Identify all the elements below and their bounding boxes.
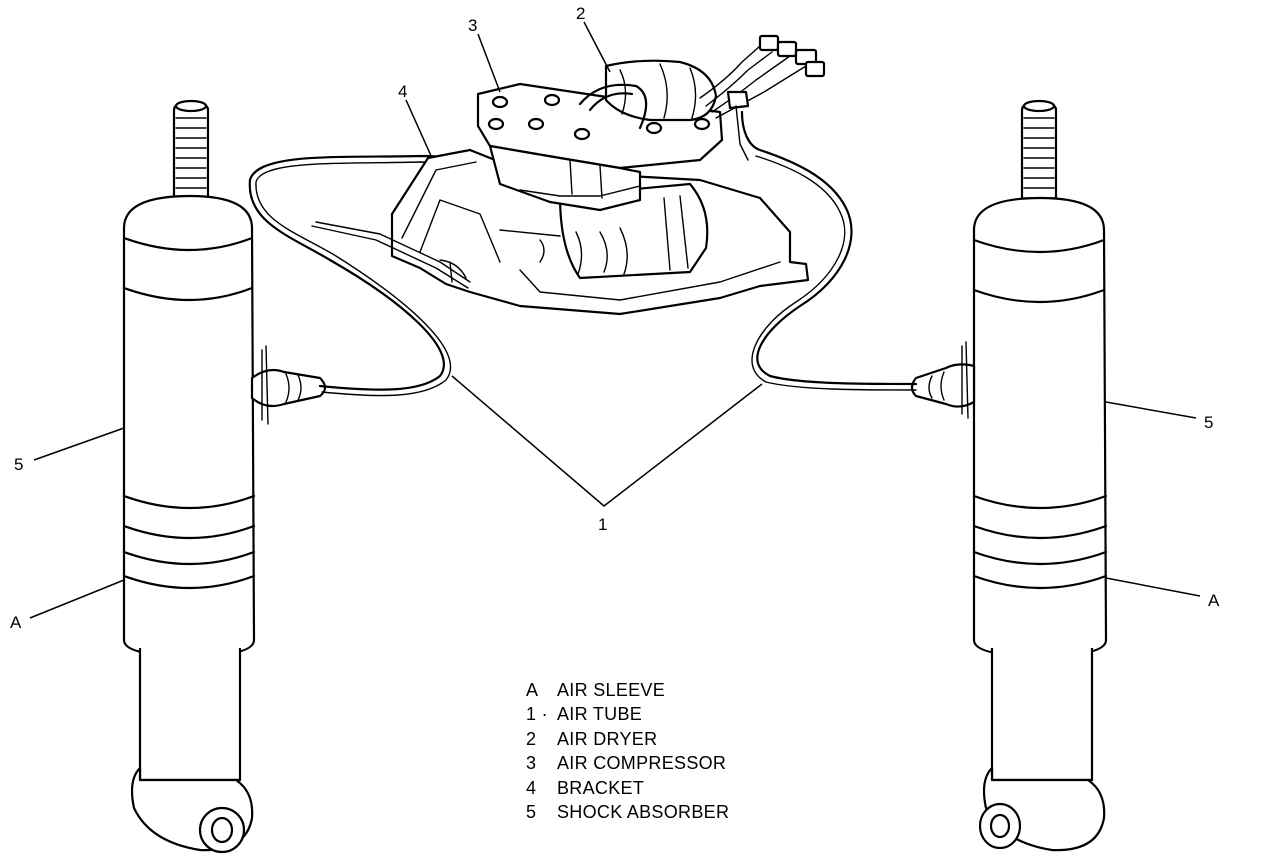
legend-label: AIR DRYER [557, 728, 658, 749]
left-air-sleeve [122, 494, 256, 590]
right-shock-absorber [910, 99, 1108, 852]
callout-2: 2 [576, 4, 585, 23]
callout-1: 1 [598, 515, 607, 534]
leader-a-left [29, 579, 125, 619]
leader-3 [477, 33, 501, 93]
air-dryer [578, 59, 718, 130]
legend-item: 1 · AIR TUBE [526, 702, 729, 726]
legend-label: BRACKET [557, 777, 645, 798]
legend-label: AIR COMPRESSOR [557, 753, 727, 774]
right-air-fitting [910, 341, 976, 419]
legend-key: 5 [526, 802, 537, 823]
callout-4: 4 [398, 82, 407, 101]
legend-item: 2 AIR DRYER [526, 727, 729, 751]
leader-2 [583, 21, 611, 73]
wiring-harness [699, 34, 826, 161]
callout-5-left: 5 [14, 455, 23, 474]
callout-3: 3 [468, 16, 477, 35]
right-shock-eye [978, 766, 1106, 852]
legend-key: 1 · [526, 704, 548, 725]
leader-5-left [33, 427, 125, 461]
air-tubes [248, 110, 918, 397]
right-air-sleeve [972, 494, 1108, 590]
legend-item: 3 AIR COMPRESSOR [526, 751, 729, 775]
left-shock-absorber [122, 99, 327, 854]
legend-item: 4 BRACKET [526, 776, 729, 800]
air-compressor-assembly [311, 34, 826, 316]
legend-label: AIR SLEEVE [557, 680, 666, 700]
legend-label: SHOCK ABSORBER [557, 802, 730, 823]
legend-key: A [526, 680, 539, 700]
compressor-bolts [487, 93, 711, 141]
leader-1 [451, 375, 763, 507]
legend-item: A AIR SLEEVE [526, 678, 729, 702]
parts-legend: A AIR SLEEVE 1 · AIR TUBE 2 AIR DRYER 3 … [526, 678, 729, 824]
left-shock-eye [130, 766, 254, 854]
leader-lines [29, 21, 1201, 619]
legend-item: 5 SHOCK ABSORBER [526, 800, 729, 824]
legend-key: 3 [526, 753, 537, 774]
legend-label: AIR TUBE [557, 704, 643, 725]
legend-key: 2 [526, 728, 537, 749]
leader-4 [405, 99, 433, 159]
callout-a-left: A [10, 613, 22, 632]
callout-a-right: A [1208, 591, 1220, 610]
callout-5-right: 5 [1204, 413, 1213, 432]
leader-5-right [1105, 401, 1197, 419]
leader-a-right [1105, 577, 1201, 597]
legend-key: 4 [526, 777, 537, 798]
left-air-fitting [250, 345, 327, 425]
